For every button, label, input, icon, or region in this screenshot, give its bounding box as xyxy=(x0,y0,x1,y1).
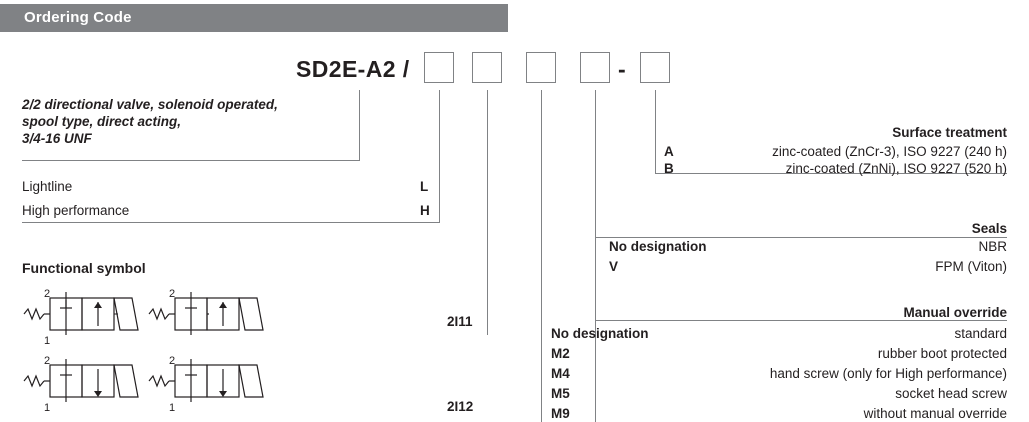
functional-symbol-code-2i11: 2I11 xyxy=(447,314,473,329)
page-title: Ordering Code xyxy=(24,9,132,26)
functional-symbol-1-port-bottom: 1 xyxy=(44,335,51,347)
seals-text-v: FPM (Viton) xyxy=(935,259,1007,274)
manual-override-code-m9: M9 xyxy=(551,406,570,421)
leader-line-description-v xyxy=(359,90,360,160)
manual-override-text-m2: rubber boot protected xyxy=(877,346,1007,361)
leader-line-seals-h xyxy=(595,237,1007,238)
ordering-code-root: SD2E-A2 / xyxy=(296,56,410,82)
code-box-3[interactable] xyxy=(526,52,556,83)
leader-line-description-h xyxy=(22,160,360,161)
seals-title: Seals xyxy=(971,221,1007,236)
description-line-1: 2/2 directional valve, solenoid operated… xyxy=(22,97,278,112)
functional-symbol-3-port-bottom: 1 xyxy=(44,402,51,414)
code-box-2[interactable] xyxy=(472,52,502,83)
leader-line-symbol2-v xyxy=(541,90,542,422)
functional-symbol-4-port-bottom: 1 xyxy=(169,402,176,414)
functional-symbol-1-port-top: 2 xyxy=(44,288,51,300)
manual-override-code-m2: M2 xyxy=(551,346,570,361)
manual-override-text-m5: socket head screw xyxy=(895,386,1007,401)
functional-symbol-title: Functional symbol xyxy=(22,260,146,276)
functional-symbol-diagram-4 xyxy=(147,355,265,403)
performance-label-lightline: Lightline xyxy=(22,179,73,194)
code-dash: - xyxy=(618,56,626,82)
leader-line-seals-v xyxy=(595,90,596,237)
functional-symbol-diagram-3 xyxy=(22,355,140,403)
surface-treatment-code-b: B xyxy=(664,161,674,176)
manual-override-code-m4: M4 xyxy=(551,366,570,381)
surface-treatment-code-a: A xyxy=(664,144,674,159)
manual-override-code-none: No designation xyxy=(551,326,649,341)
manual-override-title: Manual override xyxy=(903,305,1007,320)
code-box-1[interactable] xyxy=(424,52,454,83)
leader-line-symbol1-v xyxy=(487,90,488,335)
performance-code-lightline: L xyxy=(420,179,429,194)
performance-code-high: H xyxy=(420,203,430,218)
seals-code-none: No designation xyxy=(609,239,707,254)
functional-symbol-2-port-top: 2 xyxy=(169,288,176,300)
description-line-2: spool type, direct acting, xyxy=(22,114,182,129)
code-box-5[interactable] xyxy=(640,52,670,83)
surface-treatment-text-a: zinc-coated (ZnCr-3), ISO 9227 (240 h) xyxy=(772,144,1007,159)
description-line-3: 3/4-16 UNF xyxy=(22,131,92,146)
surface-treatment-text-b: zinc-coated (ZnNi), ISO 9227 (520 h) xyxy=(785,161,1007,176)
leader-line-surface-v xyxy=(655,90,656,173)
manual-override-text-none: standard xyxy=(954,326,1007,341)
performance-label-high: High performance xyxy=(22,203,130,218)
functional-symbol-code-2i12: 2I12 xyxy=(447,399,474,414)
leader-line-performance-v xyxy=(439,90,440,222)
leader-line-surface-h xyxy=(655,173,1007,174)
functional-symbol-diagram-2 xyxy=(147,288,265,336)
manual-override-code-m5: M5 xyxy=(551,386,570,401)
seals-code-v: V xyxy=(609,259,619,274)
surface-treatment-title: Surface treatment xyxy=(892,125,1007,140)
functional-symbol-3-port-top: 2 xyxy=(44,355,51,367)
header-bar: Ordering Code xyxy=(0,4,508,32)
leader-line-manual-override-v xyxy=(595,90,596,422)
seals-text-none: NBR xyxy=(978,239,1007,254)
code-box-4[interactable] xyxy=(580,52,610,83)
leader-line-performance-h xyxy=(22,222,440,223)
functional-symbol-4-port-top: 2 xyxy=(169,355,176,367)
manual-override-text-m4: hand screw (only for High performance) xyxy=(769,366,1007,381)
manual-override-text-m9: without manual override xyxy=(863,406,1007,421)
functional-symbol-diagram-1 xyxy=(22,288,140,336)
leader-line-manual-override-h xyxy=(595,320,1007,321)
